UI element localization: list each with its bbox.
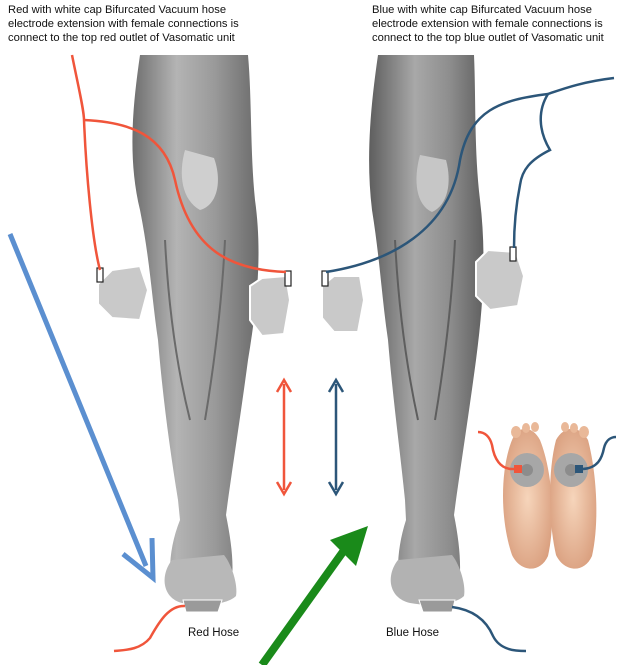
blue-vertical-arrow bbox=[329, 380, 343, 494]
caption-line: electrode extension with female connecti… bbox=[8, 17, 239, 31]
red-hose-label: Red Hose bbox=[188, 627, 239, 639]
caption-line: Blue with white cap Bifurcated Vacuum ho… bbox=[372, 3, 604, 17]
electrode-pad-right-inner bbox=[322, 271, 364, 332]
soles-inset bbox=[468, 418, 618, 578]
blue-hose-label: Blue Hose bbox=[386, 627, 439, 639]
electrode-pad-left-outer bbox=[97, 266, 148, 320]
caption-line: Red with white cap Bifurcated Vacuum hos… bbox=[8, 3, 239, 17]
green-pointer-arrow bbox=[262, 526, 368, 665]
caption-line: electrode extension with female connecti… bbox=[372, 17, 604, 31]
caption-blue-hose: Blue with white cap Bifurcated Vacuum ho… bbox=[372, 3, 604, 45]
red-foot-connector bbox=[114, 600, 222, 651]
left-leg bbox=[132, 55, 258, 605]
caption-red-hose: Red with white cap Bifurcated Vacuum hos… bbox=[8, 3, 239, 45]
electrode-pad-right-outer bbox=[476, 247, 524, 310]
blue-foot-connector bbox=[419, 600, 526, 651]
red-vertical-arrow bbox=[277, 380, 291, 494]
caption-line: connect to the top red outlet of Vasomat… bbox=[8, 31, 239, 45]
electrode-pad-left-inner bbox=[250, 271, 291, 336]
caption-line: connect to the top blue outlet of Vasoma… bbox=[372, 31, 604, 45]
